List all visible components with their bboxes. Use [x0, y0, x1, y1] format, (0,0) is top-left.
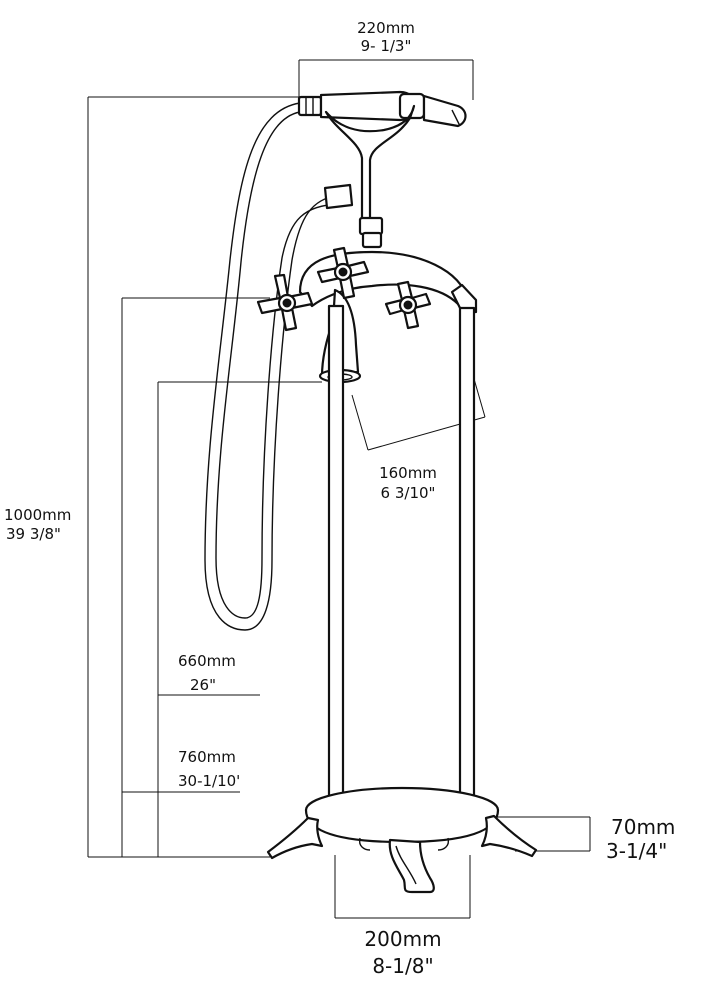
- base-height-imperial: 3-1/4": [606, 839, 667, 863]
- left-leg: [327, 304, 345, 800]
- shower-cradle: [324, 104, 416, 224]
- handle-height-imperial: 30-1/10': [178, 772, 240, 790]
- spout-reach-imperial: 6 3/10": [381, 484, 436, 502]
- handle-height-metric: 760mm: [178, 748, 236, 766]
- hose-connector: [323, 183, 354, 210]
- hand-shower: [297, 90, 467, 128]
- dimension-labels: 220mm 9- 1/3" 160mm 6 3/10" 1000mm 39 3/…: [4, 19, 675, 978]
- shower-hose-inner: [215, 111, 339, 619]
- base-plate-body: [304, 808, 500, 844]
- faucet-illustration: [204, 90, 538, 894]
- spout-reach-metric: 160mm: [379, 464, 437, 482]
- front-claw-foot: [388, 838, 435, 894]
- base-width-metric: 200mm: [364, 927, 441, 951]
- right-cross-handle: [384, 280, 432, 330]
- right-claw-foot: [480, 814, 538, 858]
- riser-nut: [361, 231, 383, 249]
- spout-height-metric: 660mm: [178, 652, 236, 670]
- base-height-metric: 70mm: [611, 815, 675, 839]
- left-claw-foot: [266, 816, 324, 860]
- left-cross-handle: [256, 273, 314, 332]
- shower-hose: [204, 102, 339, 631]
- center-cross-handle: [316, 246, 370, 300]
- top-width-metric: 220mm: [357, 19, 415, 37]
- spout-height-imperial: 26": [190, 676, 216, 694]
- right-leg: [458, 306, 476, 800]
- total-height-imperial: 39 3/8": [6, 525, 61, 543]
- total-height-metric: 1000mm: [4, 506, 71, 524]
- base-width-imperial: 8-1/8": [372, 954, 433, 978]
- cradle-riser: [358, 216, 384, 236]
- top-width-imperial: 9- 1/3": [361, 37, 412, 55]
